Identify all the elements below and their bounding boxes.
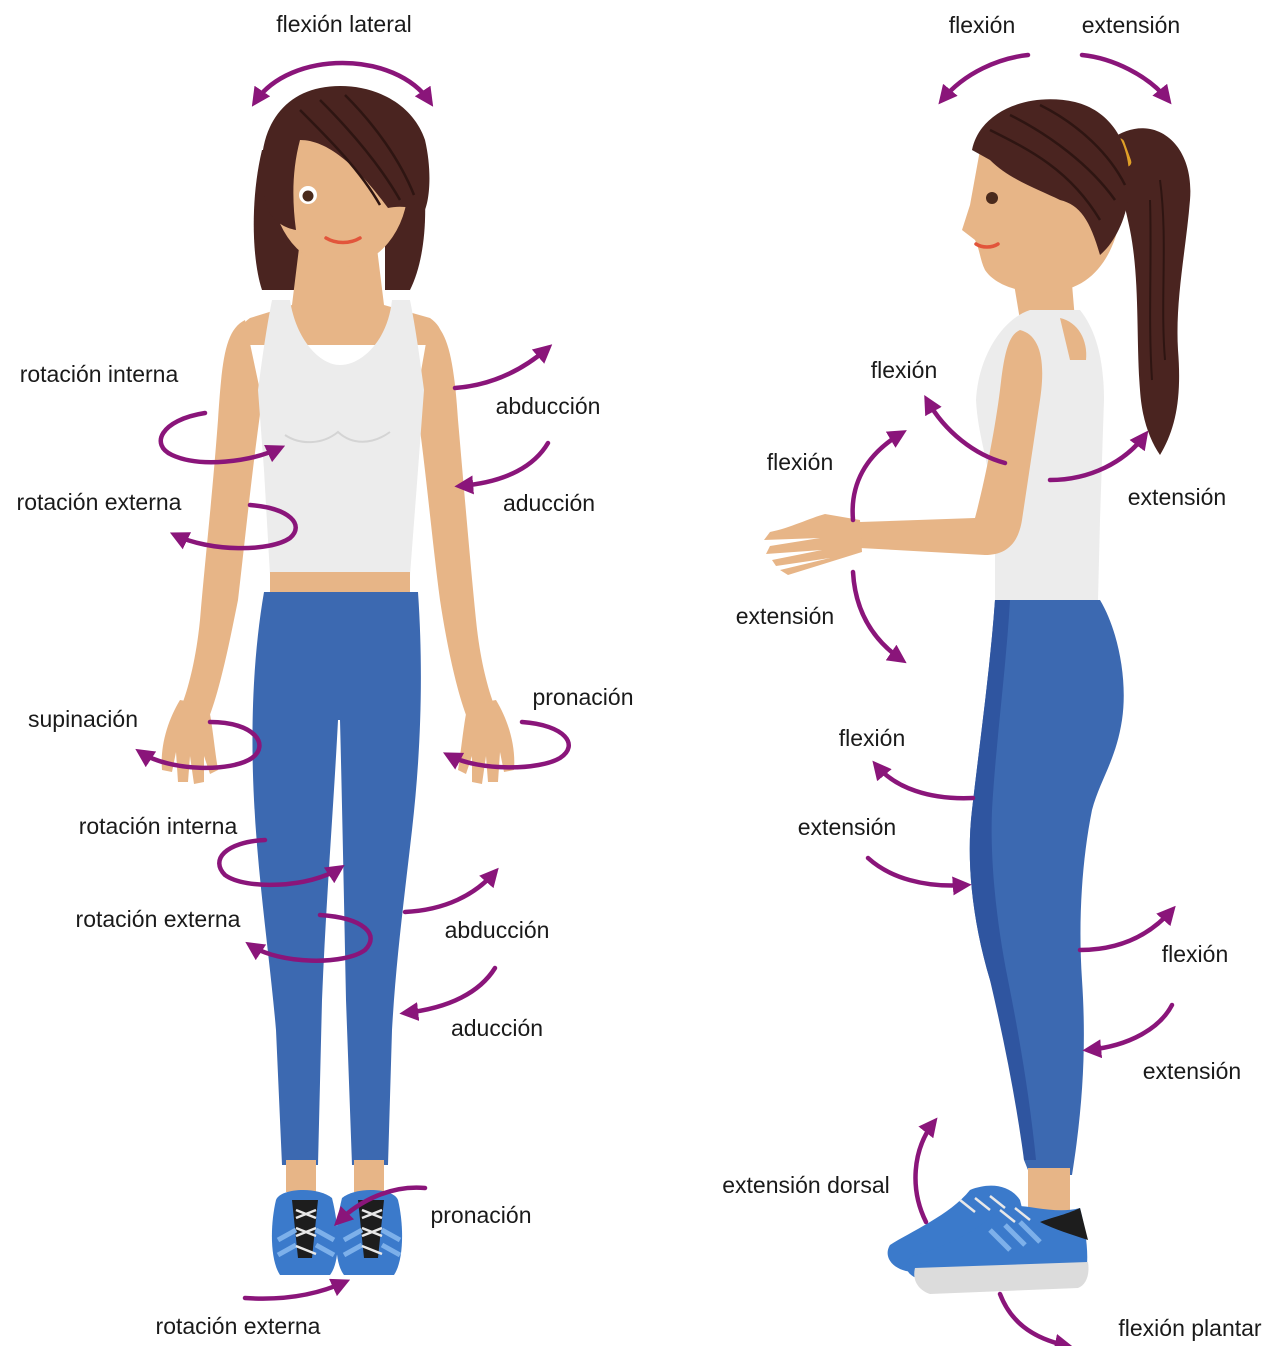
label-ankle-dorsal-extension: extensión dorsal [722,1172,890,1198]
label-knee-flexion: flexión [1162,941,1228,967]
front-left-arm [180,320,262,720]
arrow-elbow-extension [853,572,902,660]
label-hip-internal-rotation: rotación interna [79,813,238,839]
label-forearm-pronation: pronación [532,684,633,710]
label-hip-abduction: abducción [445,917,550,943]
label-foot-external-rotation: rotación externa [156,1313,321,1339]
arrow-hip-extension [868,858,966,886]
label-knee-extension: extensión [1143,1058,1241,1084]
side-figure [764,99,1190,1294]
front-right-hand [458,700,514,784]
front-figure [162,86,515,1275]
front-left-hand [162,700,218,784]
arrow-neck-extension [1082,55,1168,100]
arrow-ankle-dorsal-extension [916,1122,934,1222]
arrow-hip-flexion [876,765,973,798]
arrow-neck-flexion [942,55,1028,100]
side-hand [764,514,862,575]
label-shoulder-internal-rotation: rotación interna [20,361,179,387]
arrow-shoulder-adduction [460,443,548,486]
label-neck-flexion: flexión [949,12,1015,38]
label-neck-extension: extensión [1082,12,1180,38]
arrow-shoulder-abduction [455,348,548,388]
label-shoulder-abduction: abducción [496,393,601,419]
label-neck-lateral-flexion: flexión lateral [276,11,412,37]
arrow-knee-flexion [1080,910,1172,950]
label-ankle-plantar-flexion: flexión plantar [1118,1315,1262,1341]
label-shoulder-external-rotation: rotación externa [17,489,182,515]
front-right-arm [416,320,496,720]
arrow-knee-extension [1088,1005,1172,1050]
front-leggings [252,592,420,1165]
label-elbow-extension: extensión [736,603,834,629]
label-hip-flexion: flexión [839,725,905,751]
label-foot-pronation: pronación [430,1202,531,1228]
label-shoulder-adduction: aducción [503,490,595,516]
label-forearm-supination: supinación [28,706,138,732]
label-elbow-flexion: flexión [767,449,833,475]
arrow-hip-adduction [405,968,495,1013]
arrow-elbow-flexion [853,433,902,520]
arrow-hip-abduction [405,872,495,912]
label-hip-external-rotation: rotación externa [76,906,241,932]
label-shoulder-extension: extensión [1128,484,1226,510]
front-shoes [272,1190,402,1275]
side-eye [986,192,998,204]
label-hip-extension: extensión [798,814,896,840]
label-shoulder-flexion: flexión [871,357,937,383]
arrow-foot-external-rotation [245,1282,345,1299]
arrow-ankle-plantar-flexion [1000,1294,1068,1346]
label-hip-adduction: aducción [451,1015,543,1041]
